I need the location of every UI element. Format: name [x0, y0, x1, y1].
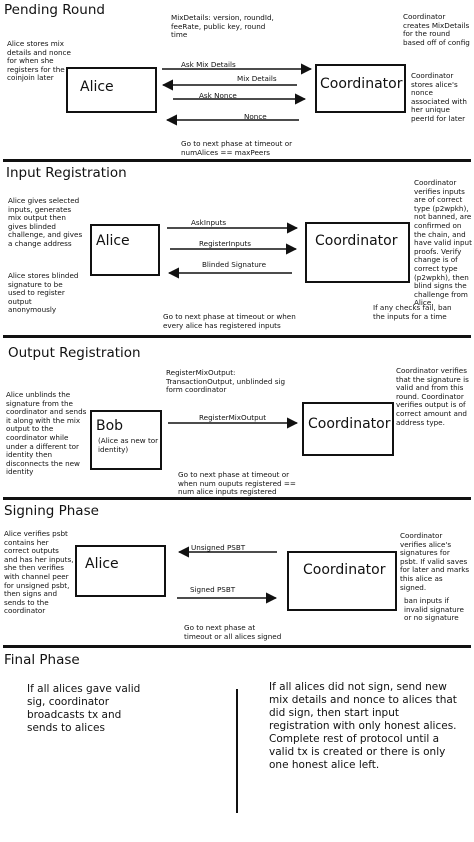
arrow-label-signed-psbt: Signed PSBT [190, 585, 236, 594]
alice-box-signing: Alice [75, 545, 166, 597]
coordinator-box-input: Coordinator [305, 222, 410, 283]
ban-note-input: If any checks fail, ban the inputs for a… [373, 303, 452, 321]
alice-label: Alice [80, 79, 114, 95]
coordinator-note-input: Coordinator verifies inputs are of corre… [414, 178, 472, 308]
phase-transition-note-input: Go to next phase at timeout or when ever… [163, 312, 296, 330]
final-retry-text: If all alices did not sign, send new mix… [269, 681, 457, 771]
section-title-output-registration: Output Registration [8, 345, 141, 361]
alice-note-output: Alice unblinds the signature from the co… [6, 390, 87, 477]
section-title-pending-round: Pending Round [4, 2, 105, 18]
bob-label: Bob [96, 418, 124, 434]
arrow-label-mix-details: Mix Details [237, 74, 277, 83]
coordinator-note-pending-2: Coordinator stores alice's nonce associa… [411, 71, 467, 123]
section-divider [3, 497, 471, 500]
coordinator-label: Coordinator [315, 233, 398, 249]
ban-note-signing: ban inputs if invalid signature or no si… [404, 596, 464, 623]
arrow-label-blinded-signature: Blinded Signature [202, 260, 266, 269]
coordinator-box-pending: Coordinator [315, 64, 406, 113]
section-divider [3, 645, 471, 648]
alice-note-input-1: Alice gives selected inputs, generates m… [8, 196, 83, 248]
bob-sublabel: (Alice as new tor identity) [98, 436, 159, 454]
arrow-label-nonce: Nonce [244, 112, 267, 121]
arrow-label-unsigned-psbt: Unsigned PSBT [191, 543, 246, 552]
arrow-label-register-mix-output: RegisterMixOutput [199, 413, 267, 422]
coordinator-label: Coordinator [303, 562, 386, 578]
alice-box-input: Alice [90, 224, 160, 276]
section-title-signing-phase: Signing Phase [4, 503, 99, 519]
alice-box-pending: Alice [66, 67, 157, 113]
final-success-text: If all alices gave valid sig, coordinato… [27, 683, 141, 734]
section-title-final-phase: Final Phase [4, 652, 80, 668]
mix-details-note: MixDetails: version, roundId, feeRate, p… [171, 13, 274, 40]
phase-transition-note-pending: Go to next phase at timeout or numAlices… [181, 139, 293, 157]
alice-note-signing: Alice verifies psbt contains her correct… [4, 529, 74, 616]
alice-note-pending: Alice stores mix details and nonce for w… [7, 39, 71, 83]
coordinator-box-signing: Coordinator [287, 551, 397, 611]
arrow-label-register-inputs: RegisterInputs [199, 239, 251, 248]
coordinator-note-pending-1: Coordinator creates MixDetails for the r… [403, 12, 470, 47]
phase-transition-note-output: Go to next phase at timeout or when num … [178, 470, 296, 497]
arrow-label-ask-mix-details: Ask Mix Details [181, 60, 236, 69]
register-mix-output-note: RegisterMixOutput: TransactionOutput, un… [166, 368, 286, 395]
coordinator-label: Coordinator [320, 76, 403, 92]
coordinator-note-output: Coordinator verifies that the signature … [396, 366, 469, 427]
bob-box-output: Bob (Alice as new tor identity) [90, 410, 162, 470]
phase-transition-note-signing: Go to next phase at timeout or all alice… [184, 623, 282, 641]
arrow-label-ask-nonce: Ask Nonce [199, 91, 237, 100]
section-divider [3, 159, 471, 162]
section-title-input-registration: Input Registration [6, 165, 127, 181]
alice-label: Alice [96, 233, 130, 249]
alice-label: Alice [85, 556, 119, 572]
arrow-label-ask-inputs: AskInputs [191, 218, 227, 227]
coordinator-box-output: Coordinator [302, 402, 394, 456]
coordinator-note-signing: Coordinator verifies alice's signatures … [400, 531, 470, 592]
alice-note-input-2: Alice stores blinded signature to be use… [8, 271, 79, 315]
section-divider [3, 335, 471, 338]
coordinator-label: Coordinator [308, 416, 391, 432]
